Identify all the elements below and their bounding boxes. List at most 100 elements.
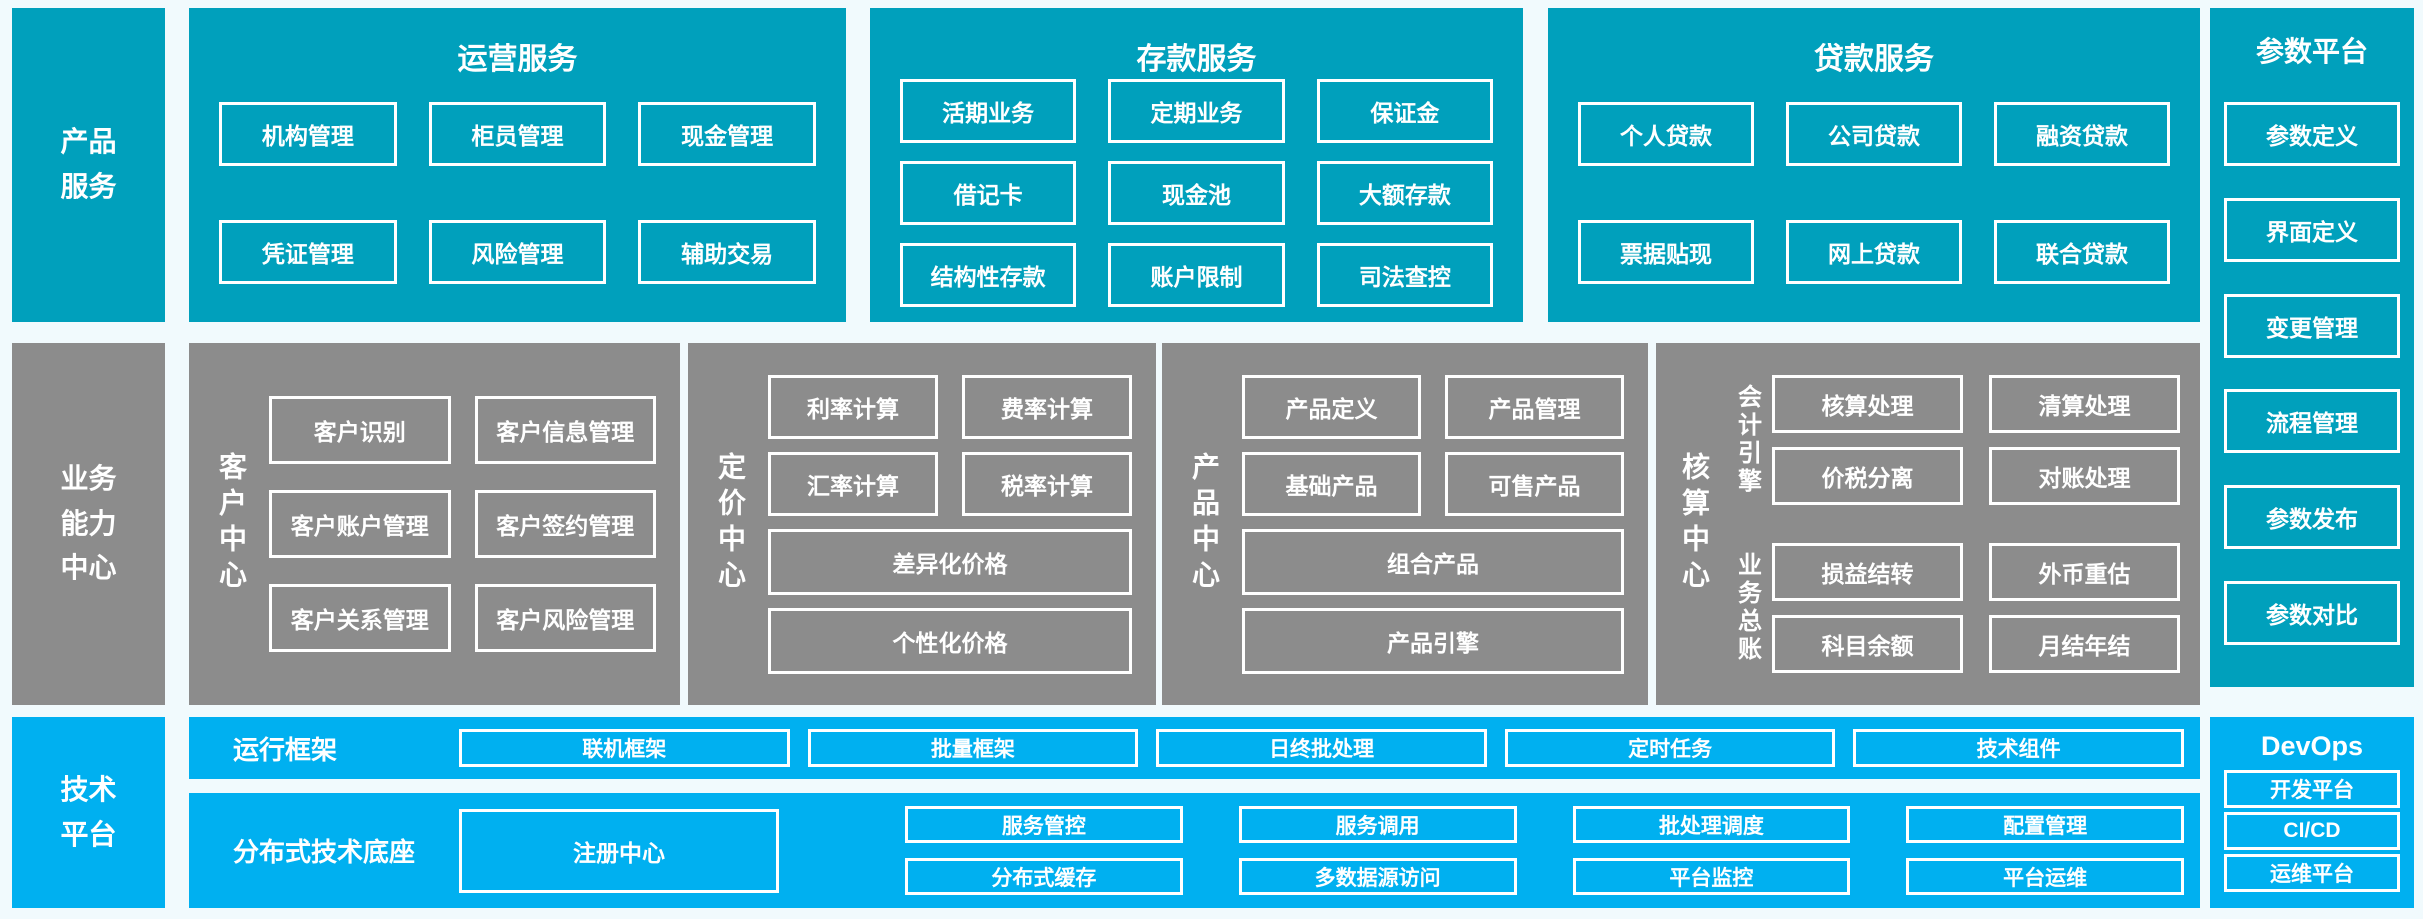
product-center-grid: 产品定义 产品管理 基础产品 可售产品 组合产品 产品引擎 <box>1232 367 1634 681</box>
accounting-engine-label: 会计引擎 <box>1733 384 1761 496</box>
operations-services-block: 运营服务 机构管理 柜员管理 现金管理 凭证管理 风险管理 辅助交易 <box>189 8 846 322</box>
service-box: 界面定义 <box>2224 197 2400 262</box>
tech-box: CI/CD <box>2224 812 2400 850</box>
capability-box: 产品管理 <box>1445 374 1624 439</box>
capability-box: 外币重估 <box>1989 543 2180 601</box>
tech-box: 平台监控 <box>1572 858 1851 895</box>
service-box: 活期业务 <box>900 79 1077 143</box>
deposit-services-grid: 活期业务 定期业务 保证金 借记卡 现金池 大额存款 结构性存款 账户限制 司法… <box>882 78 1511 308</box>
runtime-framework-label: 运行框架 <box>233 734 338 765</box>
capability-box: 客户关系管理 <box>269 584 451 652</box>
capability-box: 对账处理 <box>1989 447 2180 505</box>
parameter-platform-title: 参数平台 <box>2255 36 2368 67</box>
capability-box: 客户识别 <box>269 396 451 464</box>
capability-box: 可售产品 <box>1445 451 1624 516</box>
capability-box: 个性化价格 <box>768 607 1132 674</box>
tech-box: 批量框架 <box>807 729 1139 767</box>
rail-business-capability-center: 业务 能力 中心 <box>12 343 165 705</box>
capability-box: 费率计算 <box>962 374 1132 439</box>
accounting-center-label: 核算中心 <box>1679 452 1710 596</box>
pricing-center-block: 定价中心 利率计算 费率计算 汇率计算 税率计算 差异化价格 个性化价格 <box>688 343 1156 705</box>
loan-services-grid: 个人贷款 公司贷款 融资贷款 票据贴现 网上贷款 联合贷款 <box>1560 78 2188 308</box>
service-box: 个人贷款 <box>1578 102 1754 166</box>
rail-technology-platform: 技术 平台 <box>12 717 165 908</box>
loan-services-title: 贷款服务 <box>1814 43 1934 76</box>
customer-center-block: 客户中心 客户识别 客户信息管理 客户账户管理 客户签约管理 客户关系管理 客户… <box>189 343 680 705</box>
tech-box: 分布式缓存 <box>905 858 1183 895</box>
parameter-platform-block: 参数平台 参数定义 界面定义 变更管理 流程管理 参数发布 参数对比 <box>2210 8 2414 687</box>
service-box: 结构性存款 <box>900 243 1077 307</box>
tech-box: 服务管控 <box>905 806 1183 843</box>
capability-box: 客户信息管理 <box>474 396 656 464</box>
tech-box: 日终批处理 <box>1156 729 1487 767</box>
capability-box: 汇率计算 <box>768 451 938 516</box>
tech-box: 配置管理 <box>1906 806 2184 843</box>
capability-box: 利率计算 <box>768 374 938 439</box>
capability-box: 价税分离 <box>1772 447 1963 505</box>
operations-services-grid: 机构管理 柜员管理 现金管理 凭证管理 风险管理 辅助交易 <box>201 78 834 308</box>
capability-box: 客户签约管理 <box>474 490 656 558</box>
tech-box: 开发平台 <box>2224 770 2400 808</box>
accounting-center-block: 核算中心 会计引擎 核算处理 清算处理 价税分离 对账处理 业务总账 损益结转 … <box>1656 343 2200 705</box>
tech-box: 服务调用 <box>1238 806 1517 843</box>
service-box: 风险管理 <box>428 220 607 284</box>
capability-box: 损益结转 <box>1772 543 1963 601</box>
service-box: 保证金 <box>1316 79 1493 143</box>
devops-title: DevOps <box>2260 731 2364 761</box>
tech-box: 定时任务 <box>1504 729 1836 767</box>
customer-center-grid: 客户识别 客户信息管理 客户账户管理 客户签约管理 客户关系管理 客户风险管理 <box>259 367 666 681</box>
product-center-block: 产品中心 产品定义 产品管理 基础产品 可售产品 组合产品 产品引擎 <box>1162 343 1648 705</box>
service-box: 参数定义 <box>2224 101 2400 166</box>
service-box: 变更管理 <box>2224 293 2400 358</box>
service-box: 柜员管理 <box>428 102 607 166</box>
service-box: 票据贴现 <box>1578 220 1754 284</box>
service-box: 流程管理 <box>2224 389 2400 454</box>
service-box: 机构管理 <box>219 102 397 166</box>
tech-box: 多数据源访问 <box>1238 858 1517 895</box>
service-box: 现金管理 <box>638 102 816 166</box>
deposit-services-title: 存款服务 <box>1136 43 1257 76</box>
service-box: 账户限制 <box>1108 243 1285 307</box>
tech-box: 平台运维 <box>1906 858 2184 895</box>
devops-block: DevOps 开发平台 CI/CD 运维平台 <box>2210 717 2414 908</box>
service-box: 司法查控 <box>1316 243 1493 307</box>
business-ledger-label: 业务总账 <box>1733 552 1761 664</box>
customer-center-label: 客户中心 <box>216 452 247 596</box>
business-ledger-group: 业务总账 损益结转 外币重估 科目余额 月结年结 <box>1722 533 2180 683</box>
service-box: 参数发布 <box>2224 485 2400 550</box>
runtime-framework-bar: 运行框架 联机框架 批量框架 日终批处理 定时任务 技术组件 <box>189 717 2200 779</box>
distributed-base-bar: 分布式技术底座 注册中心 服务管控 服务调用 批处理调度 配置管理 分布式缓存 … <box>189 793 2200 908</box>
capability-box: 产品定义 <box>1242 374 1421 439</box>
capability-box: 产品引擎 <box>1242 607 1624 674</box>
capability-box: 清算处理 <box>1989 375 2180 433</box>
service-box: 融资贷款 <box>1994 102 2170 166</box>
service-box: 凭证管理 <box>219 220 397 284</box>
capability-box: 组合产品 <box>1242 528 1624 595</box>
service-box: 参数对比 <box>2224 581 2400 646</box>
rail-product-services: 产品 服务 <box>12 8 165 322</box>
service-box: 联合贷款 <box>1994 220 2170 284</box>
capability-box: 税率计算 <box>962 451 1132 516</box>
capability-box: 核算处理 <box>1772 375 1963 433</box>
capability-box: 月结年结 <box>1989 615 2180 673</box>
capability-box: 客户账户管理 <box>269 490 451 558</box>
pricing-center-grid: 利率计算 费率计算 汇率计算 税率计算 差异化价格 个性化价格 <box>758 367 1142 681</box>
pricing-center-label: 定价中心 <box>715 452 746 596</box>
service-box: 大额存款 <box>1316 161 1493 225</box>
capability-box: 基础产品 <box>1242 451 1421 516</box>
tech-box: 技术组件 <box>1853 729 2184 767</box>
registry-center-box: 注册中心 <box>459 808 779 893</box>
service-box: 现金池 <box>1108 161 1285 225</box>
capability-box: 科目余额 <box>1772 615 1963 673</box>
tech-box: 联机框架 <box>459 729 790 767</box>
tech-box: 批处理调度 <box>1572 806 1851 843</box>
product-center-label: 产品中心 <box>1189 452 1220 596</box>
distributed-base-label: 分布式技术底座 <box>233 837 416 867</box>
service-box: 辅助交易 <box>638 220 816 284</box>
deposit-services-block: 存款服务 活期业务 定期业务 保证金 借记卡 现金池 大额存款 结构性存款 账户… <box>870 8 1523 322</box>
accounting-engine-group: 会计引擎 核算处理 清算处理 价税分离 对账处理 <box>1722 365 2180 515</box>
tech-box: 运维平台 <box>2224 854 2400 892</box>
service-box: 借记卡 <box>900 161 1077 225</box>
parameter-platform-list: 参数定义 界面定义 变更管理 流程管理 参数发布 参数对比 <box>2224 70 2400 677</box>
